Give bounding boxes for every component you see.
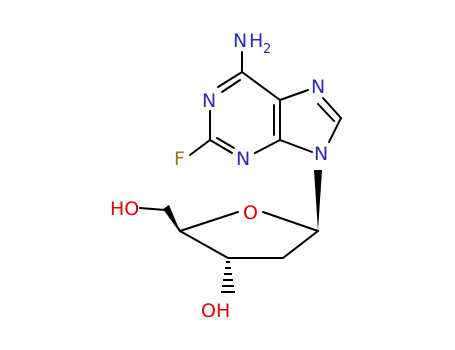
wedge-bond-c1-n9 — [314, 170, 322, 231]
amine-nitrogen-label: N — [233, 30, 247, 52]
bond-c8-n9 — [328, 117, 342, 143]
bond-n7-c8-double — [317, 103, 335, 122]
hydroxyl-label: OH — [201, 300, 230, 322]
n9-atom-label: N — [314, 143, 328, 165]
bond-o4-c1 — [262, 211, 319, 232]
bond-c2-n3 — [209, 139, 233, 154]
bond-c6-n1-double — [221, 79, 241, 93]
bond-c5-hydroxyl — [139, 207, 166, 211]
hashed-bond-c3-hydroxyl — [221, 261, 235, 293]
amine-hydrogen-count: 2 — [263, 42, 271, 57]
bond-n7-c8 — [322, 97, 342, 119]
bond-c2-n3-double — [216, 137, 235, 149]
fluorine-atom-label: F — [174, 148, 185, 170]
n1-atom-label: N — [202, 90, 216, 112]
bond-c2-f — [189, 139, 211, 156]
bond-c6-n1 — [217, 71, 243, 88]
bond-n9-c4 — [279, 139, 313, 153]
ring-oxygen-label: O — [243, 202, 258, 224]
wedge-bond-c4-c5 — [163, 205, 180, 231]
amine-hydrogen-label: H — [249, 30, 263, 52]
n3-atom-label: N — [236, 148, 250, 170]
bond-c5-n7 — [279, 89, 309, 101]
bond-n3-c4 — [254, 139, 281, 154]
n7-atom-label: N — [311, 76, 325, 98]
hydroxymethyl-label: HO — [110, 198, 139, 220]
bond-c5-c6 — [241, 71, 281, 101]
bond-c4-o4 — [179, 211, 239, 232]
bond-c3-c4-sugar — [179, 230, 229, 259]
bond-c1-c2-sugar — [282, 230, 319, 259]
